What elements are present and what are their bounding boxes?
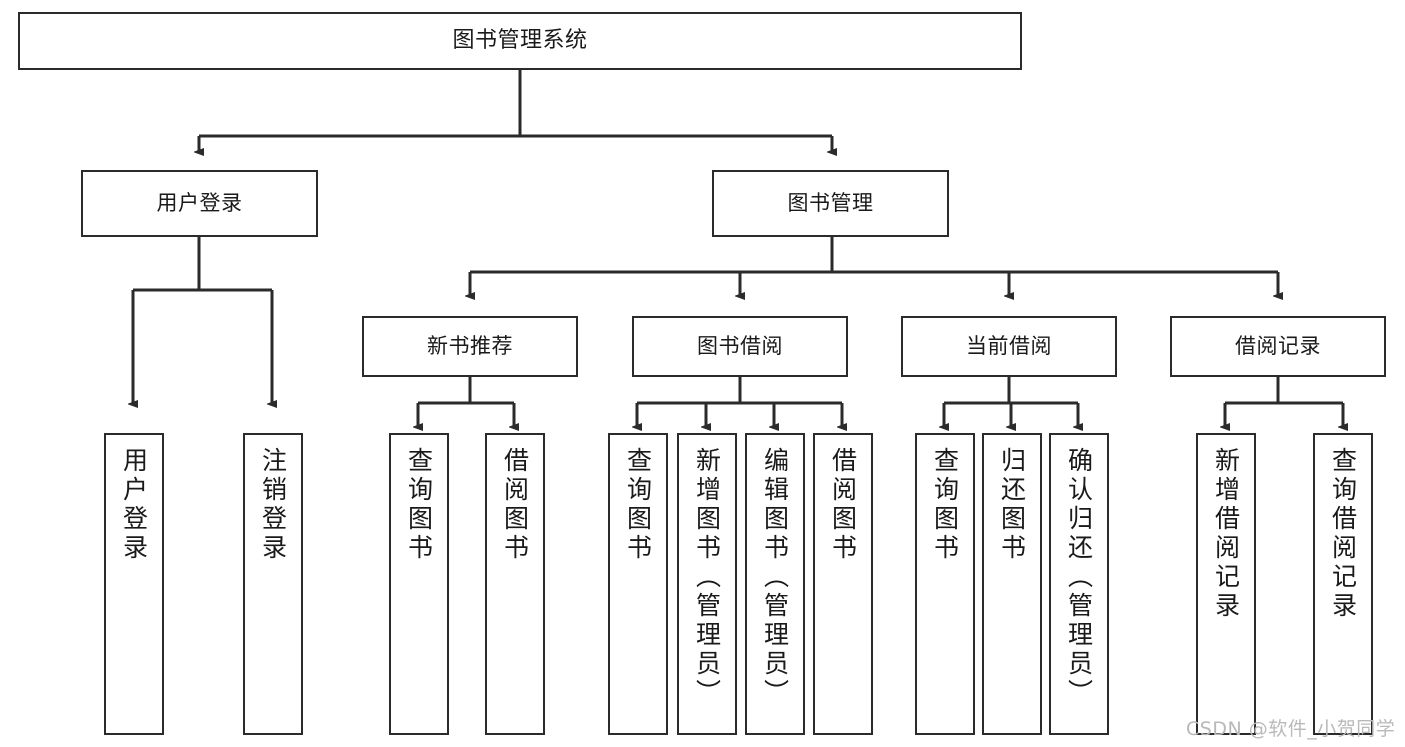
leaf-user-login-logout[interactable]: 注销登录 — [243, 433, 303, 735]
node-label: 新增借阅记录 — [1211, 447, 1241, 621]
leaf-current-borrow-confirm-return-admin[interactable]: 确认归还（管理员） — [1049, 433, 1109, 735]
leaf-book-borrow-borrow-books[interactable]: 借阅图书 — [813, 433, 873, 735]
leaf-new-book-borrow-books[interactable]: 借阅图书 — [485, 433, 545, 735]
leaf-borrow-record-add-record[interactable]: 新增借阅记录 — [1196, 433, 1256, 735]
node-borrow-record[interactable]: 借阅记录 — [1170, 316, 1386, 377]
node-new-book-recommend[interactable]: 新书推荐 — [362, 316, 578, 377]
node-label: 归还图书 — [997, 447, 1027, 563]
leaf-user-login-login[interactable]: 用户登录 — [104, 433, 164, 735]
node-root-book-management-system[interactable]: 图书管理系统 — [18, 12, 1022, 70]
node-label: 新增图书（管理员） — [692, 447, 722, 708]
node-label: 用户登录 — [156, 191, 243, 216]
node-label: 查询图书 — [623, 447, 653, 563]
node-book-borrow[interactable]: 图书借阅 — [632, 316, 848, 377]
node-label: 查询借阅记录 — [1328, 447, 1358, 621]
node-user-login[interactable]: 用户登录 — [81, 170, 318, 237]
node-label: 借阅图书 — [500, 447, 530, 563]
leaf-new-book-query-books[interactable]: 查询图书 — [389, 433, 449, 735]
node-label: 借阅记录 — [1235, 334, 1321, 359]
leaf-current-borrow-query-books[interactable]: 查询图书 — [915, 433, 975, 735]
node-label: 图书管理系统 — [452, 28, 588, 54]
node-label: 用户登录 — [119, 447, 149, 563]
node-label: 编辑图书（管理员） — [760, 447, 790, 708]
node-label: 查询图书 — [404, 447, 434, 563]
leaf-book-borrow-add-book-admin[interactable]: 新增图书（管理员） — [677, 433, 737, 735]
node-label: 注销登录 — [258, 447, 288, 563]
leaf-book-borrow-query-books[interactable]: 查询图书 — [608, 433, 668, 735]
node-label: 当前借阅 — [966, 334, 1052, 359]
node-label: 借阅图书 — [828, 447, 858, 563]
node-label: 查询图书 — [930, 447, 960, 563]
node-label: 新书推荐 — [427, 334, 513, 359]
leaf-borrow-record-query-record[interactable]: 查询借阅记录 — [1313, 433, 1373, 735]
node-book-management[interactable]: 图书管理 — [712, 170, 949, 237]
leaf-current-borrow-return-books[interactable]: 归还图书 — [982, 433, 1042, 735]
node-label: 确认归还（管理员） — [1064, 447, 1094, 708]
node-label: 图书管理 — [787, 191, 874, 216]
node-current-borrow[interactable]: 当前借阅 — [901, 316, 1117, 377]
leaf-book-borrow-edit-book-admin[interactable]: 编辑图书（管理员） — [745, 433, 805, 735]
node-label: 图书借阅 — [697, 334, 783, 359]
